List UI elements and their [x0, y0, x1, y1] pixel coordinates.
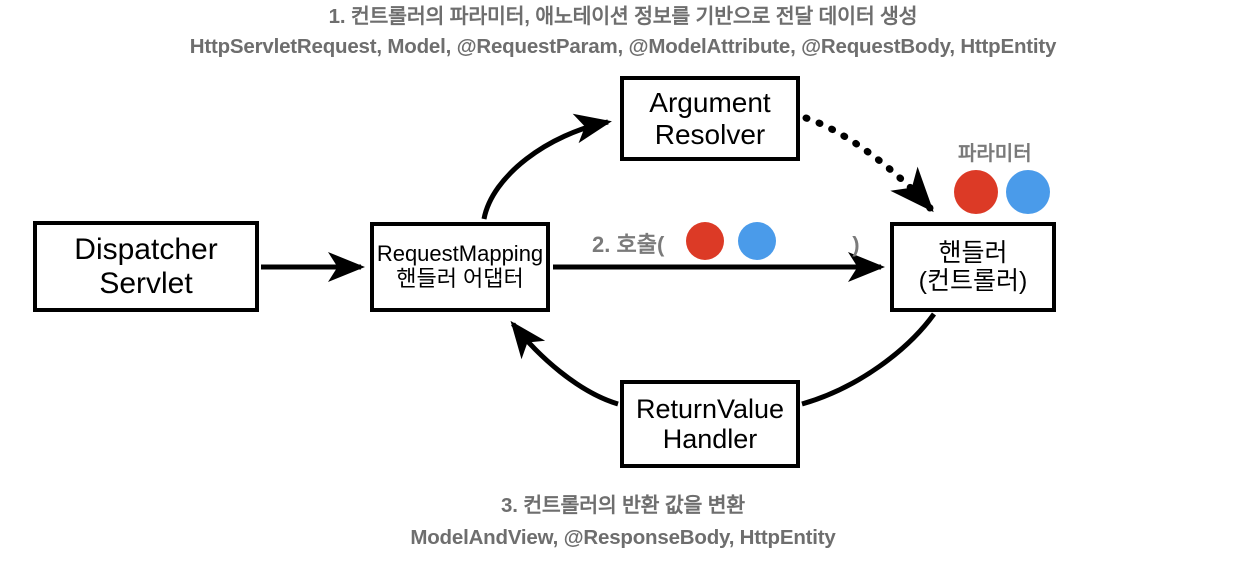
node-dispatcher-servlet-line-1: Dispatcher	[74, 232, 218, 266]
node-handler-controller-line-1: 핸들러	[938, 239, 1008, 267]
top-caption: 1. 컨트롤러의 파라미터, 애노테이션 정보를 기반으로 전달 데이터 생성 …	[0, 2, 1246, 62]
top-caption-line-1: 1. 컨트롤러의 파라미터, 애노테이션 정보를 기반으로 전달 데이터 생성	[328, 5, 918, 28]
node-handler-controller-line-2: (컨트롤러)	[918, 267, 1028, 295]
call-label-prefix: 2. 호출(	[592, 232, 665, 257]
node-argument-resolver[interactable]: Argument Resolver	[620, 76, 800, 161]
node-return-value-handler-line-1: ReturnValue	[635, 393, 785, 424]
call-label-suffix: )	[852, 232, 860, 257]
parameter-red-dot-icon	[954, 170, 998, 214]
arrow-argument-resolver-to-handler-dotted	[802, 114, 934, 213]
node-request-mapping-handler-adapter-line-2: 핸들러 어댑터	[396, 266, 524, 291]
parameter-label: 파라미터	[958, 143, 1032, 165]
bottom-caption-line-1: 3. 컨트롤러의 반환 값을 변환	[501, 494, 745, 517]
bottom-caption-line-2: ModelAndView, @ResponseBody, HttpEntity	[410, 526, 836, 549]
node-dispatcher-servlet[interactable]: Dispatcher Servlet	[33, 221, 259, 312]
arrow-return-value-handler-to-adapter	[510, 320, 619, 407]
bottom-caption: 3. 컨트롤러의 반환 값을 변환 ModelAndView, @Respons…	[0, 490, 1246, 554]
call-label: 2. 호출()	[592, 227, 860, 259]
call-red-dot-icon	[686, 222, 724, 260]
parameter-blue-dot-icon	[1006, 170, 1050, 214]
node-return-value-handler-line-2: Handler	[662, 424, 758, 454]
node-handler-controller[interactable]: 핸들러 (컨트롤러)	[890, 222, 1056, 312]
node-return-value-handler[interactable]: ReturnValue Handler	[620, 380, 800, 468]
arrow-adapter-to-argument-resolver	[481, 113, 612, 220]
node-request-mapping-handler-adapter-line-1: RequestMapping	[376, 241, 544, 267]
node-argument-resolver-line-1: Argument	[649, 87, 771, 119]
call-blue-dot-icon	[738, 222, 776, 260]
line-handler-to-return-value-handler	[801, 312, 937, 407]
node-argument-resolver-line-2: Resolver	[654, 118, 766, 150]
node-dispatcher-servlet-line-2: Servlet	[99, 266, 193, 300]
node-request-mapping-handler-adapter[interactable]: RequestMapping 핸들러 어댑터	[370, 222, 550, 312]
top-caption-line-2: HttpServletRequest, Model, @RequestParam…	[189, 35, 1057, 58]
